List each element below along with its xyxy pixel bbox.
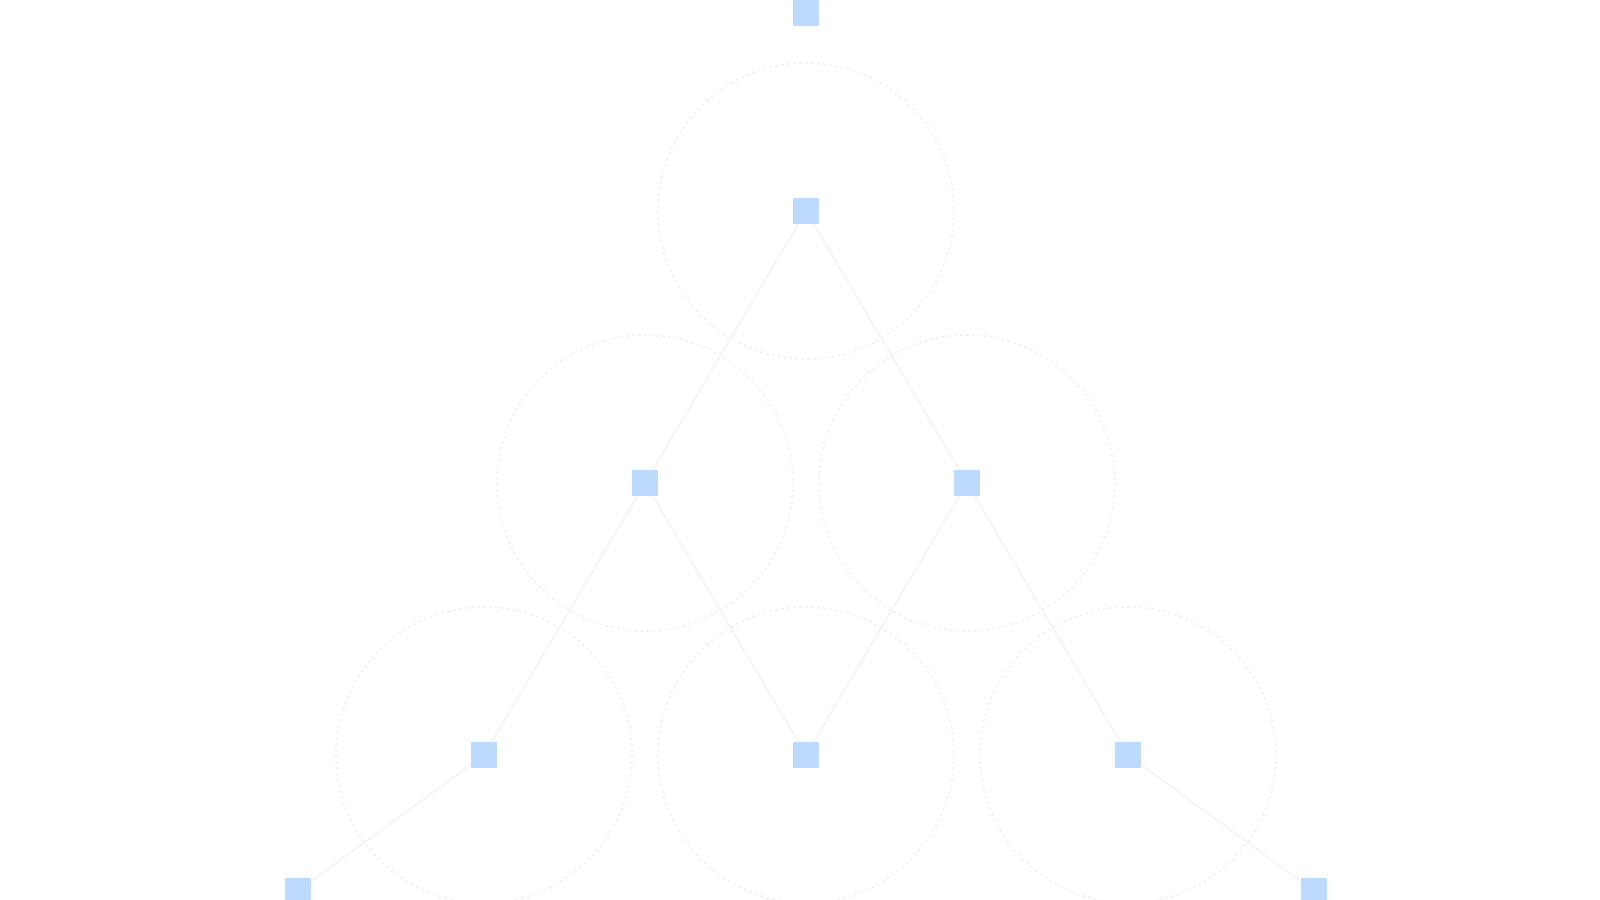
circle-mid-right bbox=[818, 334, 1116, 632]
connector-lines bbox=[297, 210, 1315, 892]
edge-bottom-right-to-base-right bbox=[1127, 754, 1315, 892]
node-top bbox=[793, 198, 819, 224]
node-mid-left bbox=[632, 470, 658, 496]
edge-mid-left-to-bottom-left bbox=[483, 482, 646, 756]
node-bottom-center bbox=[793, 742, 819, 768]
edge-top-to-mid-left bbox=[644, 210, 807, 484]
node-apex bbox=[793, 0, 819, 26]
edge-mid-right-to-bottom-center bbox=[805, 482, 968, 756]
circle-top bbox=[657, 62, 955, 360]
edge-mid-right-to-bottom-right bbox=[966, 482, 1129, 756]
circle-outlines bbox=[335, 62, 1277, 900]
edge-bottom-left-to-base-left bbox=[297, 754, 485, 892]
circle-bottom-left bbox=[335, 606, 633, 900]
node-mid-right bbox=[954, 470, 980, 496]
edge-mid-left-to-bottom-center bbox=[644, 482, 807, 756]
square-nodes bbox=[285, 0, 1327, 900]
node-base-right bbox=[1301, 878, 1327, 900]
circle-bottom-right bbox=[979, 606, 1277, 900]
node-base-left bbox=[285, 878, 311, 900]
circle-bottom-center bbox=[657, 606, 955, 900]
node-bottom-right bbox=[1115, 742, 1141, 768]
node-bottom-left bbox=[471, 742, 497, 768]
edge-top-to-mid-right bbox=[805, 210, 968, 484]
circle-mid-left bbox=[496, 334, 794, 632]
